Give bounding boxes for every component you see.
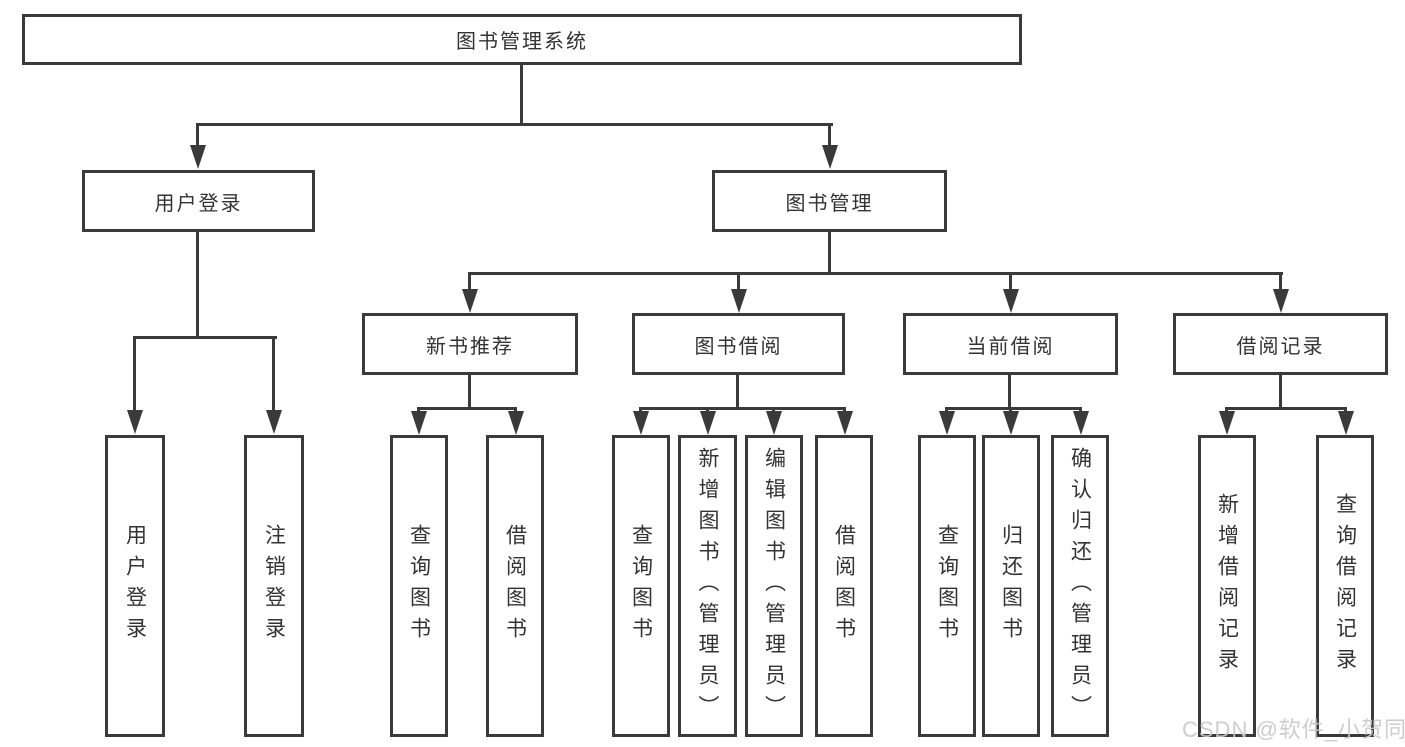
connector-book-borrow-crossbar <box>639 407 846 410</box>
connector-drop-leaf-user-login <box>133 336 136 414</box>
leaf-query-books-current: 查询图书 <box>918 435 976 737</box>
arrow-down-leaf-user-login-icon <box>127 410 143 434</box>
arrow-down-user-login-icon <box>190 145 206 169</box>
leaf-borrow-books: 借阅图书 <box>815 435 873 737</box>
leaf-add-borrow-record: 新增借阅记录 <box>1198 435 1256 737</box>
arrow-down-book-management-icon <box>822 145 838 169</box>
connector-drop-new-book <box>468 272 471 292</box>
arrow-down-nb-query-icon <box>411 411 427 435</box>
arrow-down-leaf-logout-icon <box>266 410 282 434</box>
leaf-query-books-recommend: 查询图书 <box>390 435 448 737</box>
leaf-user-login: 用户登录 <box>105 435 165 737</box>
connector-book-borrow-stem <box>736 375 739 410</box>
node-new-book-recommendation: 新书推荐 <box>362 313 578 375</box>
connector-borrow-records-stem <box>1279 375 1282 410</box>
connector-new-book-crossbar <box>417 407 517 410</box>
arrow-down-book-borrow-icon <box>731 289 747 313</box>
leaf-add-books-admin: 新增图书（管理员） <box>678 435 737 737</box>
connector-current-borrow-crossbar <box>945 407 1082 410</box>
leaf-return-books: 归还图书 <box>982 435 1040 737</box>
connector-drop-current-borrow <box>1009 272 1012 292</box>
node-book-management: 图书管理 <box>712 170 947 232</box>
leaf-confirm-return-admin: 确认归还（管理员） <box>1051 435 1109 737</box>
arrow-down-nb-borrow-icon <box>508 411 524 435</box>
connector-root-crossbar <box>196 123 833 126</box>
connector-root-stem <box>520 65 523 126</box>
node-user-login: 用户登录 <box>82 170 315 232</box>
arrow-down-bb-edit-icon <box>766 411 782 435</box>
node-root-library-management-system: 图书管理系统 <box>22 14 1022 65</box>
leaf-edit-books-admin: 编辑图书（管理员） <box>745 435 803 737</box>
connector-drop-leaf-logout <box>272 336 275 414</box>
node-current-borrowing: 当前借阅 <box>903 313 1118 375</box>
connector-drop-book-management <box>828 123 831 149</box>
connector-book-management-crossbar <box>468 272 1283 275</box>
connector-new-book-stem <box>468 375 471 410</box>
leaf-borrow-books-recommend: 借阅图书 <box>486 435 544 737</box>
arrow-down-br-query-icon <box>1338 411 1354 435</box>
connector-drop-book-borrow <box>737 272 740 292</box>
arrow-down-current-borrow-icon <box>1003 289 1019 313</box>
connector-drop-user-login <box>196 123 199 149</box>
leaf-query-books-borrow: 查询图书 <box>612 435 670 737</box>
leaf-logout: 注销登录 <box>244 435 304 737</box>
connector-borrow-records-crossbar <box>1225 407 1347 410</box>
arrow-down-bb-add-icon <box>700 411 716 435</box>
node-borrowing-records: 借阅记录 <box>1173 313 1388 375</box>
arrow-down-borrow-records-icon <box>1273 289 1289 313</box>
arrow-down-bb-query-icon <box>633 411 649 435</box>
arrow-down-bb-borrow-icon <box>837 411 853 435</box>
connector-drop-borrow-records <box>1279 272 1282 292</box>
node-book-borrowing: 图书借阅 <box>632 313 845 375</box>
connector-user-login-stem <box>196 232 199 339</box>
arrow-down-cb-confirm-icon <box>1073 411 1089 435</box>
leaf-query-borrow-record: 查询借阅记录 <box>1316 435 1374 737</box>
csdn-watermark: CSDN @软件_小贺同学 <box>1182 717 1405 742</box>
arrow-down-cb-query-icon <box>939 411 955 435</box>
arrow-down-br-add-icon <box>1219 411 1235 435</box>
connector-current-borrow-stem <box>1008 375 1011 410</box>
connector-user-login-crossbar <box>133 336 277 339</box>
arrow-down-cb-return-icon <box>1003 411 1019 435</box>
connector-book-management-stem <box>828 232 831 275</box>
arrow-down-new-book-icon <box>462 289 478 313</box>
